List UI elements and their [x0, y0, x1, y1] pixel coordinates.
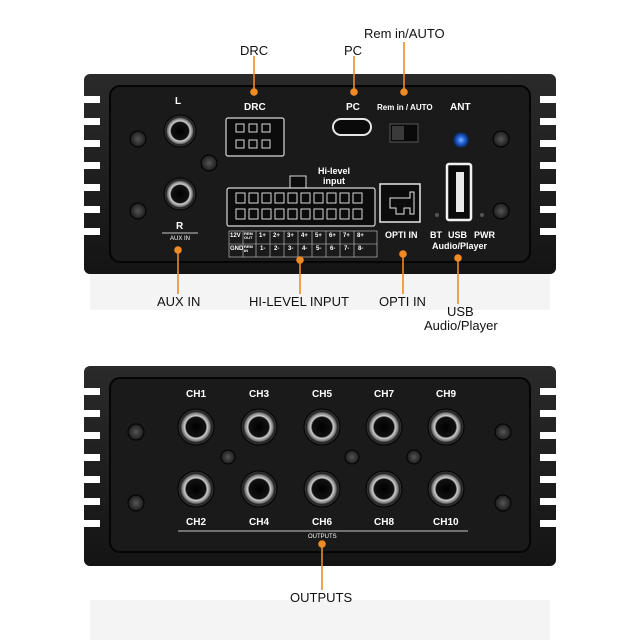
- output-unit: [84, 366, 556, 640]
- callout-pc: PC: [344, 43, 363, 58]
- label-ch4: CH4: [249, 517, 270, 528]
- pin-label: 1-: [260, 246, 266, 252]
- label-usb: USB: [448, 230, 468, 240]
- label-ch10: CH10: [433, 517, 459, 528]
- pin-label: 5-: [316, 246, 322, 252]
- pin-label: REM IN: [244, 244, 253, 253]
- callout-aux-in: AUX IN: [157, 294, 201, 309]
- label-ch7: CH7: [374, 389, 395, 400]
- callout-opti-in: OPTI IN: [379, 294, 426, 309]
- label-hi-level-1: Hi-level: [318, 166, 351, 176]
- input-unit: [84, 74, 556, 310]
- pin-label: 3+: [287, 233, 294, 239]
- label-ch9: CH9: [436, 389, 457, 400]
- callout-drc: DRC: [240, 43, 269, 58]
- callout-outputs: OUTPUTS: [290, 590, 353, 605]
- optical-port-icon: [379, 183, 421, 223]
- callout-hi-level-input: HI-LEVEL INPUT: [249, 294, 349, 309]
- label-ch6: CH6: [312, 517, 333, 528]
- label-l: L: [175, 96, 182, 107]
- pin-label: 7-: [344, 246, 350, 252]
- label-ch5: CH5: [312, 389, 333, 400]
- pin-label: 5+: [315, 233, 322, 239]
- label-ant: ANT: [450, 102, 471, 113]
- pin-label: 2-: [274, 246, 280, 252]
- label-outputs-panel: OUTPUTS: [308, 534, 337, 540]
- callout-audio-player: Audio/Player: [424, 318, 498, 333]
- pin-label: REM OUT: [244, 231, 253, 240]
- label-pwr: PWR: [474, 230, 495, 240]
- callout-lines: [174, 42, 462, 590]
- label-ch2: CH2: [186, 517, 207, 528]
- callout-rem-auto: Rem in/AUTO: [364, 26, 445, 41]
- pin-label: 12V: [230, 233, 241, 239]
- label-ch3: CH3: [249, 389, 270, 400]
- rca-jack-icon: [177, 408, 465, 508]
- rca-jack-icon: [163, 114, 197, 211]
- screw-icon: [129, 130, 510, 220]
- pin-label: 4+: [301, 233, 308, 239]
- label-r: R: [176, 221, 184, 232]
- pin-label: 7+: [343, 233, 350, 239]
- pin-label: 6+: [329, 233, 336, 239]
- label-aux-in-panel: AUX IN: [170, 236, 191, 242]
- label-pc-panel: PC: [346, 102, 360, 113]
- pin-label: 4-: [302, 246, 308, 252]
- label-rem-auto-panel: Rem in / AUTO: [377, 103, 433, 112]
- pin-label: 8-: [358, 246, 364, 252]
- callout-usb: USB: [447, 304, 474, 319]
- pin-label: 3-: [288, 246, 294, 252]
- pin-label: 6-: [330, 246, 336, 252]
- usb-c-port-icon: [332, 118, 372, 136]
- pin-label: 8+: [357, 233, 364, 239]
- pin-label: GND: [230, 246, 244, 252]
- label-opti-in-panel: OPTI IN: [385, 230, 418, 240]
- pin-label: 2+: [273, 233, 280, 239]
- label-audio-player-panel: Audio/Player: [432, 241, 488, 251]
- screw-icon: [127, 423, 512, 512]
- pin-label: 1+: [259, 233, 266, 239]
- label-ch1: CH1: [186, 389, 207, 400]
- label-drc-panel: DRC: [244, 102, 266, 113]
- label-ch8: CH8: [374, 517, 395, 528]
- ant-led: [453, 132, 469, 148]
- label-bt: BT: [430, 230, 442, 240]
- label-hi-level-2: input: [323, 176, 345, 186]
